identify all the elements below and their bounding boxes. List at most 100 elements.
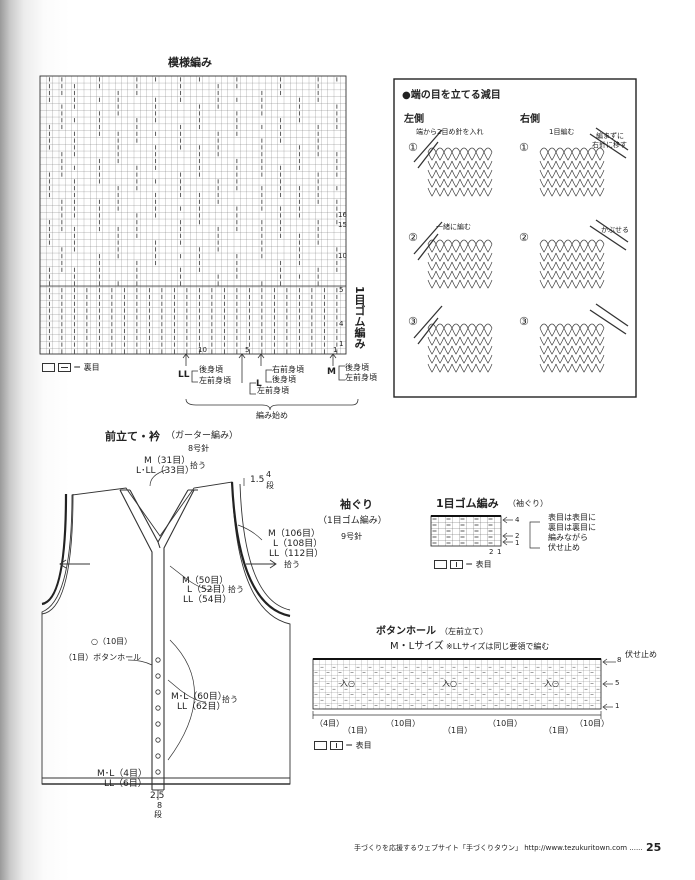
label-left-front: 左前身頃 — [345, 373, 377, 382]
buttonhole-symbol: 入○ — [442, 679, 457, 688]
low-ll: LL（62目） — [177, 702, 226, 712]
bh-row-number: 8 — [617, 656, 622, 664]
knit-swatch — [539, 303, 629, 373]
bh-spacing: （10目） — [386, 719, 421, 728]
bind-off-label: 伏せ止め — [625, 650, 657, 659]
armhole-title: 袖ぐり — [340, 498, 373, 511]
bottom-unit: 段 — [154, 810, 162, 819]
vest-schematic — [41, 469, 291, 800]
front-band-title: 前立て・衿 — [105, 430, 160, 443]
knit-swatch — [413, 305, 493, 373]
bh-spacing: （4目） — [315, 719, 345, 728]
knit-swatch — [539, 219, 629, 289]
step-label: ① — [408, 141, 418, 154]
row-number: 1 — [339, 340, 344, 348]
buttonhole-circle — [155, 721, 161, 727]
label-back-body: 後身頃 — [199, 365, 223, 374]
buttonhole-circle — [155, 769, 161, 775]
buttonhole-circle — [155, 657, 161, 663]
size-m: M — [327, 367, 336, 377]
note-move-right: 右針に移す — [592, 141, 627, 149]
label-back-body: 後身頃 — [272, 375, 296, 384]
knit-swatch — [539, 127, 629, 197]
side-top-measure: 1.5 — [250, 475, 265, 485]
mid-m: M（50目） — [182, 576, 229, 586]
armhole-l: L（108目） — [273, 539, 323, 549]
label-cast-on: 編み始め — [256, 411, 288, 420]
bottom-rows: 8 — [157, 801, 163, 810]
row-number: 4 — [339, 320, 344, 328]
purl-symbol-icon — [57, 363, 71, 372]
stitch-number: 10 — [198, 346, 207, 354]
row-number: 5 — [339, 286, 344, 294]
label-left-front: 左前身頃 — [199, 376, 231, 385]
row-number: 10 — [338, 252, 347, 260]
buttonhole-size: M・Lサイズ — [390, 641, 444, 652]
buttonhole-circle — [155, 737, 161, 743]
mid-ll: LL（54目） — [183, 595, 232, 605]
bh-spacing: （1目） — [443, 726, 473, 735]
swatch-illustrations — [413, 127, 629, 373]
pattern-chart-grid — [39, 75, 359, 411]
bh-spacing: （1目） — [544, 726, 574, 735]
label-left-front: 左前身頃 — [257, 386, 289, 395]
knit-swatch — [413, 129, 493, 197]
note-insert-two: 端から2目め針を入れ — [416, 128, 484, 136]
pickup-top-m: M（31目） — [144, 456, 191, 466]
pickup-label: 拾う — [228, 585, 244, 594]
bottom-ll: LL（6目） — [104, 779, 147, 789]
low-ml: M･L（60目） — [171, 692, 227, 702]
knit-symbol-icon — [329, 741, 343, 750]
pattern-chart-title: 模様編み — [168, 56, 212, 69]
rib-chart-title: 1目ゴム編み — [436, 497, 499, 510]
buttonhole-chart-title: ボタンホール — [376, 626, 436, 637]
buttonhole-symbol: 入○ — [544, 679, 559, 688]
buttonhole-symbol: 入○ — [340, 679, 355, 688]
buttonhole-count: ○（10目） — [91, 637, 133, 646]
rib-row-number: 2 — [515, 532, 520, 540]
side-top-rows: 4 — [266, 470, 272, 479]
step-label: ③ — [519, 315, 529, 328]
note-slip: 編まずに — [596, 132, 624, 140]
page-number: 25 — [646, 841, 662, 854]
rib-chart-subtitle: （袖ぐり） — [508, 499, 548, 508]
armhole-subtitle: （1目ゴム編み） — [318, 516, 387, 526]
rib-note-line: 表目は表目に — [548, 513, 596, 522]
buttonhole-circle — [155, 753, 161, 759]
buttonhole-size-note: ※LLサイズは同じ要領で編む — [446, 642, 550, 651]
step-label: ② — [408, 231, 418, 244]
buttonhole-circle — [155, 673, 161, 679]
pattern-legend: ＝ 裏目 — [42, 363, 100, 372]
rib-legend: ＝ 表目 — [434, 560, 492, 569]
footer-site: 手づくりを応援するウェブサイト「手づくりタウン」 http://www.tezu… — [354, 844, 643, 852]
rib-stitch-number: 1 — [497, 548, 502, 556]
side-top-unit: 段 — [266, 481, 274, 490]
size-l: L — [256, 379, 262, 389]
rib-row-number: 4 — [515, 516, 520, 524]
bottom-ml: M･L（4目） — [97, 769, 148, 779]
legend-empty-box — [434, 560, 447, 569]
bh-legend: ＝ 表目 — [314, 741, 372, 750]
label-back-body: 後身頃 — [345, 363, 369, 372]
legend-empty-box — [42, 363, 55, 372]
armhole-needle: 9号針 — [341, 532, 363, 541]
buttonhole-chart-subtitle: （左前立て） — [440, 627, 488, 636]
armhole-m: M（106目） — [268, 529, 320, 539]
front-band-needle: 8号針 — [188, 444, 210, 453]
bh-spacing: （10目） — [488, 719, 523, 728]
buttonhole-marks — [155, 657, 161, 775]
label-right-front: 右前身頃 — [272, 365, 304, 374]
bh-row-number: 1 — [615, 702, 620, 710]
armhole-ll: LL（112目） — [269, 549, 324, 559]
rib-row-number: 1 — [515, 539, 520, 547]
bh-spacing: （10目） — [575, 719, 610, 728]
stitch-number: 1 — [333, 346, 338, 354]
legend-empty-box — [314, 741, 327, 750]
step-label: ① — [519, 141, 529, 154]
note-pass-over: かぶせる — [601, 226, 629, 234]
rib-note-line: 編みながら — [548, 533, 588, 542]
stitch-number: 5 — [245, 346, 250, 354]
knit-symbol-icon — [449, 560, 463, 569]
